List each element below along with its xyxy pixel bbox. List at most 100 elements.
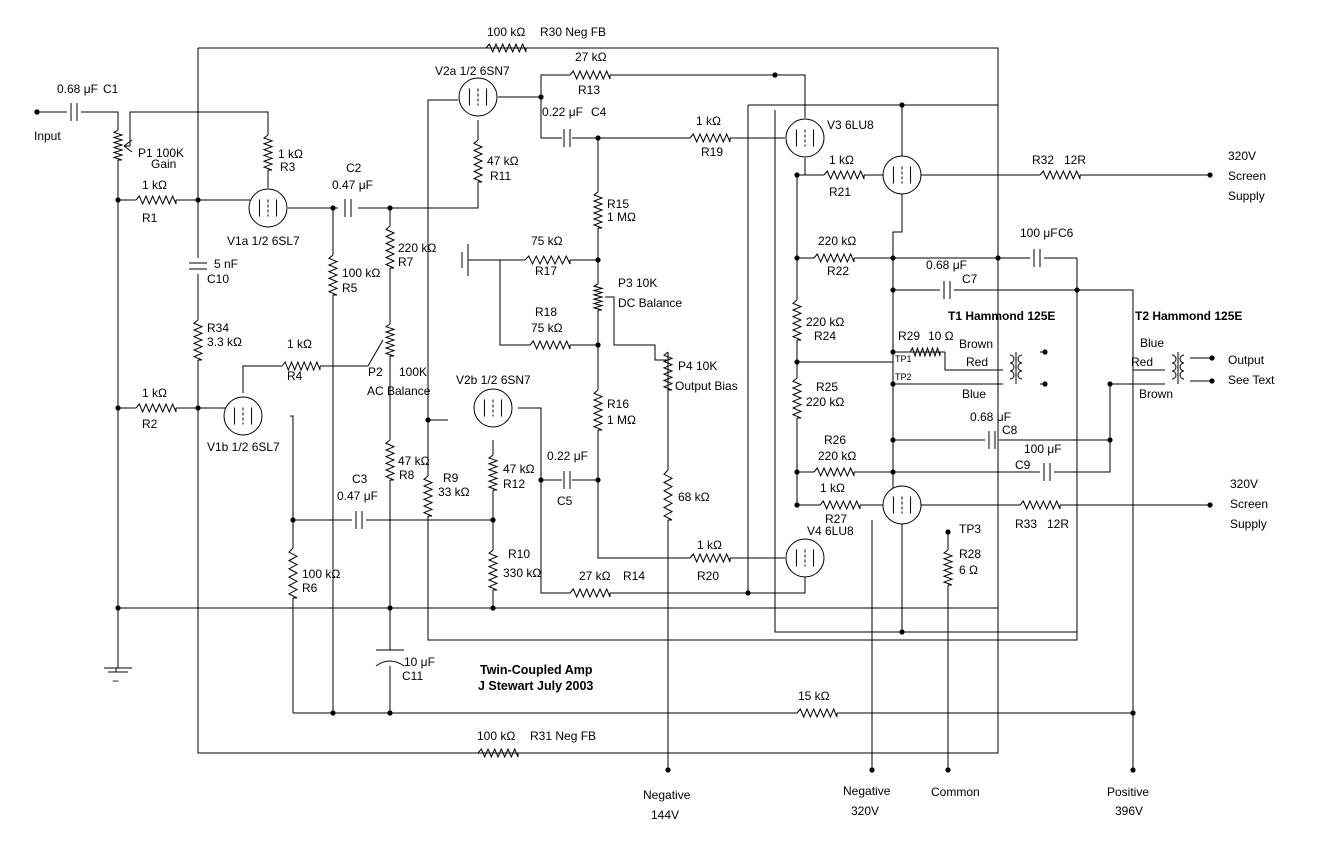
r12-symbol bbox=[487, 454, 499, 491]
t1-wire-blue: Blue bbox=[962, 387, 986, 401]
r11-label: R11 bbox=[490, 169, 511, 183]
r3-symbol bbox=[262, 134, 274, 171]
r28-value: 10 Ω bbox=[928, 329, 954, 343]
junction-dot bbox=[899, 102, 905, 108]
c4-value: 0.22 μF bbox=[542, 105, 583, 119]
r29-symbol bbox=[942, 549, 954, 586]
c8-symbol bbox=[988, 431, 996, 449]
c7-symbol bbox=[943, 281, 951, 299]
r34-value: 3.3 kΩ bbox=[207, 335, 242, 349]
c10-symbol bbox=[189, 262, 207, 270]
r22-symbol bbox=[813, 252, 855, 264]
r24-symbol bbox=[791, 299, 803, 341]
r33-label: R33 bbox=[1015, 517, 1037, 531]
screen-bottom-line3: Supply bbox=[1230, 517, 1267, 531]
r4-label: R4 bbox=[287, 369, 303, 383]
screen-top-line3: Supply bbox=[1228, 189, 1265, 203]
v2b-tube bbox=[473, 388, 513, 428]
junction-dot bbox=[595, 477, 601, 483]
p4-symbol bbox=[662, 351, 674, 391]
r30-label: R30 Neg FB bbox=[540, 25, 606, 39]
junction-dot bbox=[1130, 710, 1136, 716]
r32-value: 12R bbox=[1064, 153, 1086, 167]
r19-value: 1 kΩ bbox=[696, 114, 721, 128]
c3-symbol bbox=[355, 511, 363, 529]
junction-dot bbox=[1207, 172, 1213, 178]
r2-value: 1 kΩ bbox=[142, 386, 167, 400]
r10-value: 330 kΩ bbox=[503, 566, 541, 580]
tp2-label: TP2 bbox=[895, 372, 912, 382]
junction-dot bbox=[595, 257, 601, 263]
v2b-label: V2b 1/2 6SN7 bbox=[456, 373, 531, 387]
c1-value: 0.68 μF bbox=[57, 82, 98, 96]
junction-dot bbox=[945, 529, 951, 535]
junction-dot bbox=[115, 197, 121, 203]
p2-label: P2 bbox=[368, 365, 383, 379]
c10-label: C10 bbox=[207, 272, 229, 286]
r14-value: 27 kΩ bbox=[579, 569, 611, 583]
wire bbox=[954, 289, 1134, 770]
r32-label: R32 bbox=[1032, 153, 1054, 167]
r28-label: R29 bbox=[898, 329, 920, 343]
v2a-label: V2a 1/2 6SN7 bbox=[435, 64, 510, 78]
r11-symbol bbox=[472, 139, 484, 183]
r19-label: R19 bbox=[701, 145, 723, 159]
pos396-voltage: 396V bbox=[1115, 804, 1143, 818]
c5-symbol bbox=[563, 471, 571, 489]
v1a-label: V1a 1/2 6SL7 bbox=[227, 234, 300, 248]
r25-value: 220 kΩ bbox=[806, 395, 844, 409]
r16-label: R16 bbox=[607, 397, 629, 411]
r16-value: 1 MΩ bbox=[607, 413, 636, 427]
wire bbox=[390, 182, 479, 209]
c9-symbol bbox=[1043, 463, 1051, 481]
r24-label: R24 bbox=[814, 329, 836, 343]
p2-symbol bbox=[384, 323, 396, 357]
r18-symbol bbox=[529, 339, 571, 351]
neg320-label: Negative bbox=[843, 784, 891, 798]
r31-value: 100 kΩ bbox=[477, 729, 515, 743]
r27-label: R27 bbox=[825, 512, 847, 526]
wire bbox=[358, 207, 391, 226]
p4-function: Output Bias bbox=[675, 379, 738, 393]
r10-label: R10 bbox=[508, 547, 530, 561]
r12-label: R12 bbox=[503, 477, 525, 491]
r22-value: 220 kΩ bbox=[818, 234, 856, 248]
r1-label: R1 bbox=[142, 211, 158, 225]
p1-symbol bbox=[112, 129, 124, 161]
junction-dot bbox=[1209, 378, 1215, 384]
junction-dot bbox=[1042, 349, 1048, 355]
r15-symbol bbox=[592, 191, 604, 229]
v3-pentode bbox=[882, 155, 922, 195]
junction-dot bbox=[115, 405, 121, 411]
junction-dot bbox=[1074, 287, 1080, 293]
wire bbox=[610, 74, 806, 118]
c7-value: 0.68 μF bbox=[926, 258, 967, 272]
junction-dot bbox=[794, 502, 800, 508]
v3-label: V3 6LU8 bbox=[827, 118, 874, 132]
junction-dot bbox=[890, 437, 896, 443]
t2-secondary bbox=[1179, 354, 1185, 380]
r29-value: 6 Ω bbox=[959, 563, 978, 577]
junction-dot bbox=[34, 109, 40, 115]
common-label: Common bbox=[931, 785, 980, 799]
junction-dot bbox=[899, 629, 905, 635]
junction-dot bbox=[794, 469, 800, 475]
junction-dot bbox=[890, 255, 896, 261]
r6-label: R6 bbox=[302, 581, 318, 595]
p4-label: P4 10K bbox=[678, 359, 717, 373]
junction-dot bbox=[115, 605, 121, 611]
r33-value: 12R bbox=[1047, 517, 1069, 531]
junction-dot bbox=[490, 517, 496, 523]
t2-primary bbox=[1171, 354, 1177, 380]
screen-bottom-line2: Screen bbox=[1230, 497, 1268, 511]
c3-label: C3 bbox=[352, 472, 368, 486]
r13-value: 27 kΩ bbox=[575, 50, 607, 64]
r9-value: 33 kΩ bbox=[438, 485, 470, 499]
wire bbox=[499, 259, 530, 346]
v4-pentode bbox=[882, 485, 922, 525]
r9-symbol bbox=[422, 475, 434, 517]
r19-symbol bbox=[689, 132, 731, 144]
junction-dot bbox=[1107, 437, 1113, 443]
junction-dot bbox=[1107, 381, 1113, 387]
r32-symbol bbox=[1039, 169, 1081, 181]
